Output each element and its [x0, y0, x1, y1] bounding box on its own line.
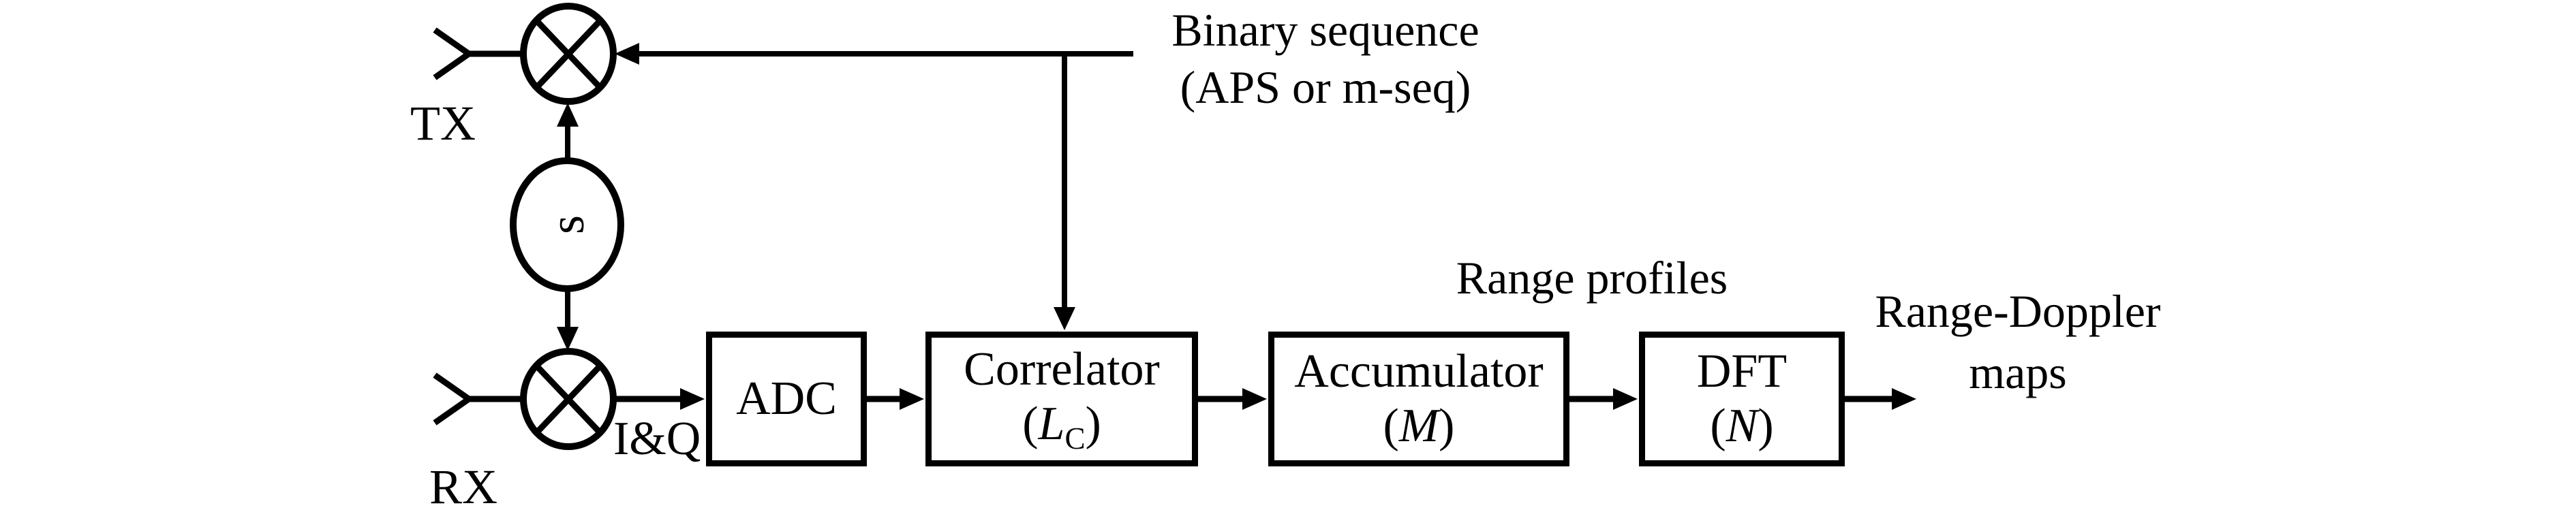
tx-label: TX — [410, 96, 476, 150]
dft-output-arrow — [1845, 388, 1916, 410]
correlator-length-symbol: L — [1038, 397, 1065, 450]
tx-mixer-icon — [520, 3, 617, 105]
paren-open: ( — [1710, 400, 1726, 452]
rx-label: RX — [429, 460, 498, 512]
binary-sequence-line2: (APS or m-seq) — [1180, 61, 1471, 113]
binary-sequence-line1: Binary sequence — [1171, 4, 1479, 56]
range-doppler-line1: Range-Doppler — [1875, 285, 2161, 337]
paren-open: ( — [1022, 397, 1039, 450]
accumulator-count-symbol: M — [1398, 400, 1439, 452]
accumulator-block-param: (M) — [1383, 399, 1455, 453]
paren-close: ) — [1439, 400, 1455, 452]
correlator-block: Correlator (LC) — [925, 332, 1198, 466]
range-profiles-label: Range profiles — [1456, 252, 1728, 304]
binary-branch-arrow — [1054, 54, 1075, 330]
oscillator-to-rx-arrow — [557, 289, 579, 351]
range-doppler-maps-label: Range-Doppler maps — [1859, 281, 2177, 403]
tx-antenna-icon — [433, 27, 525, 80]
oscillator-label: s — [540, 214, 594, 235]
oscillator-to-tx-arrow — [557, 103, 579, 161]
dft-block-title: DFT — [1696, 345, 1788, 398]
paren-open: ( — [1383, 400, 1399, 452]
dft-block-param: (N) — [1710, 399, 1773, 453]
dft-size-symbol: N — [1726, 400, 1758, 452]
paren-close: ) — [1758, 400, 1774, 452]
correlator-to-accumulator-arrow — [1197, 388, 1267, 410]
rx-to-adc-arrow — [615, 388, 705, 410]
rx-antenna-icon — [433, 372, 525, 426]
range-doppler-line2: maps — [1969, 347, 2067, 398]
adc-block: ADC — [706, 332, 867, 466]
correlator-length-subscript: C — [1064, 421, 1086, 455]
adc-block-title: ADC — [736, 372, 837, 425]
accumulator-block: Accumulator (M) — [1268, 332, 1569, 466]
accumulator-to-dft-arrow — [1569, 388, 1638, 410]
rx-mixer-icon — [520, 348, 617, 450]
iq-label: I&Q — [613, 413, 701, 465]
adc-to-correlator-arrow — [867, 388, 924, 410]
correlator-block-param: (LC) — [1022, 397, 1101, 456]
binary-sequence-arrow — [615, 43, 1133, 65]
dft-block: DFT (N) — [1639, 332, 1845, 466]
paren-close: ) — [1085, 397, 1101, 450]
binary-sequence-label: Binary sequence (APS or m-seq) — [1128, 1, 1523, 116]
accumulator-block-title: Accumulator — [1294, 345, 1544, 398]
correlator-block-title: Correlator — [964, 342, 1160, 396]
